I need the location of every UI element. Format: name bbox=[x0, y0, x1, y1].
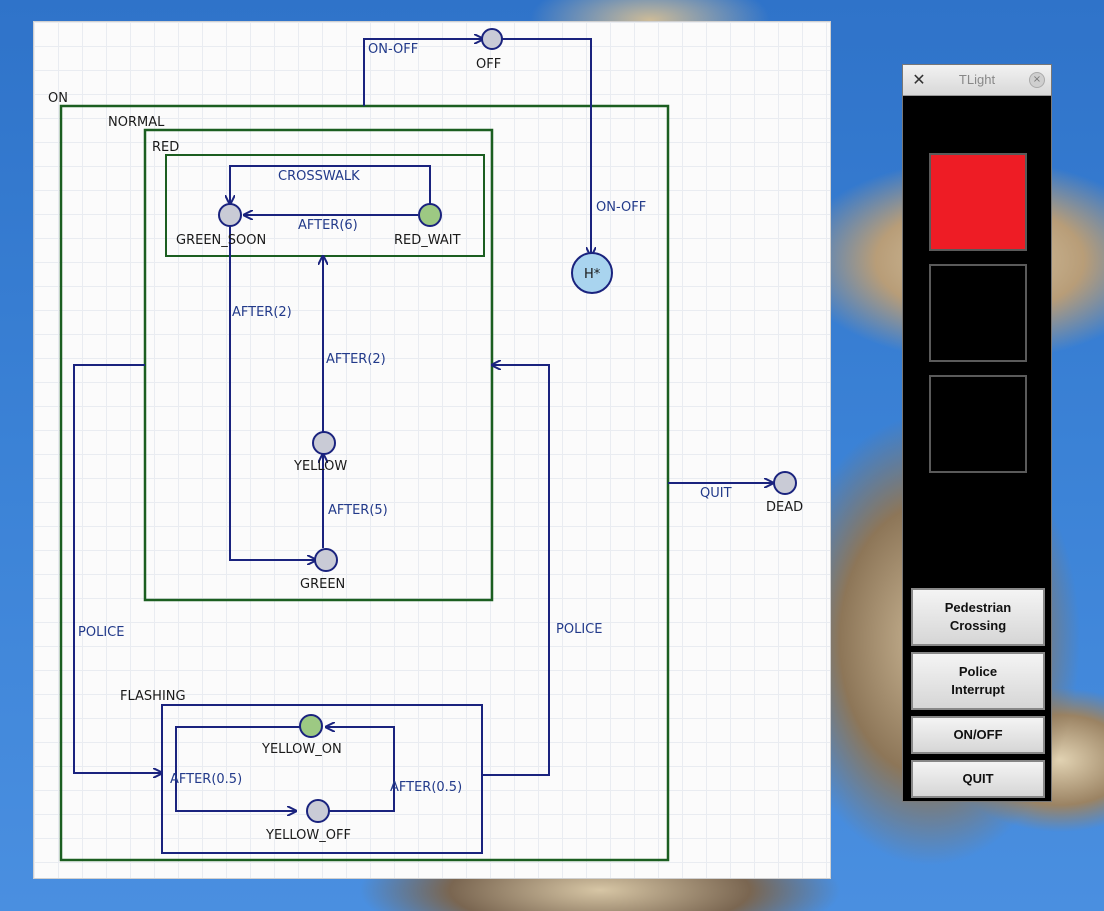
event-after-6-label: AFTER(6) bbox=[298, 218, 358, 233]
state-yellow-off-label: YELLOW_OFF bbox=[265, 828, 351, 843]
state-flashing-box[interactable] bbox=[161, 704, 483, 854]
state-on-label: ON bbox=[48, 91, 68, 106]
state-yellow-label: YELLOW bbox=[293, 459, 347, 474]
tlight-title: TLight bbox=[958, 72, 996, 87]
yellow-lamp bbox=[929, 264, 1027, 362]
state-green-soon-label: GREEN_SOON bbox=[176, 233, 266, 248]
state-yellow-on-node[interactable] bbox=[299, 714, 323, 738]
transition-crosswalk[interactable] bbox=[230, 165, 431, 216]
state-dead-node[interactable] bbox=[773, 471, 797, 495]
event-after-5-label: AFTER(5) bbox=[328, 503, 388, 518]
state-green-node[interactable] bbox=[314, 548, 338, 572]
event-on-off-top-label: ON-OFF bbox=[368, 42, 418, 57]
transition-police-right[interactable] bbox=[482, 365, 550, 776]
state-yellow-off-node[interactable] bbox=[306, 799, 330, 823]
state-on-box[interactable] bbox=[59, 104, 670, 862]
event-after-2-mid-label: AFTER(2) bbox=[326, 352, 386, 367]
state-red-label: RED bbox=[152, 140, 179, 155]
transition-police-left[interactable] bbox=[73, 364, 162, 773]
state-off-node[interactable] bbox=[481, 28, 503, 50]
close-icon[interactable]: × bbox=[1029, 72, 1045, 88]
transition-on-off-right[interactable] bbox=[502, 38, 591, 256]
pedestrian-crossing-button[interactable]: Pedestrian Crossing bbox=[911, 588, 1045, 646]
green-lamp bbox=[929, 375, 1027, 473]
quit-button[interactable]: QUIT bbox=[911, 760, 1045, 798]
state-history-node[interactable] bbox=[571, 252, 613, 294]
state-red-wait-label: RED_WAIT bbox=[394, 233, 461, 248]
state-normal-box[interactable] bbox=[143, 128, 494, 602]
on-off-button[interactable]: ON/OFF bbox=[911, 716, 1045, 754]
event-police-right-label: POLICE bbox=[556, 622, 602, 637]
flashing-inner-left-edge bbox=[175, 726, 310, 777]
state-history-label: H* bbox=[584, 267, 601, 282]
tlight-titlebar[interactable]: ✕ TLight × bbox=[903, 65, 1051, 96]
event-after-2-left-label: AFTER(2) bbox=[232, 305, 292, 320]
state-green-label: GREEN bbox=[300, 577, 345, 592]
state-dead-label: DEAD bbox=[766, 500, 803, 515]
transition-after-05-left[interactable] bbox=[175, 777, 296, 811]
tlight-window: ✕ TLight × Pedestrian Crossing Police In… bbox=[902, 64, 1052, 802]
state-yellow-on-label: YELLOW_ON bbox=[261, 742, 342, 757]
event-police-left-label: POLICE bbox=[78, 625, 124, 640]
state-yellow-node[interactable] bbox=[312, 431, 336, 455]
state-red-wait-node[interactable] bbox=[418, 203, 442, 227]
event-quit-label: QUIT bbox=[700, 486, 732, 501]
statechart-canvas: ON NORMAL RED FLASHING OFF H* GREEN_SOON… bbox=[34, 22, 830, 878]
state-off-label: OFF bbox=[476, 57, 501, 72]
statechart-diagram: ON NORMAL RED FLASHING OFF H* GREEN_SOON… bbox=[48, 28, 803, 862]
event-on-off-right-label: ON-OFF bbox=[596, 200, 646, 215]
state-green-soon-node[interactable] bbox=[218, 203, 242, 227]
event-after-05-right-label: AFTER(0.5) bbox=[390, 780, 462, 795]
state-flashing-label: FLASHING bbox=[120, 689, 186, 704]
state-normal-label: NORMAL bbox=[108, 115, 165, 130]
event-crosswalk-label: CROSSWALK bbox=[278, 169, 360, 184]
transition-after-05-right[interactable] bbox=[326, 727, 395, 812]
event-after-05-left-label: AFTER(0.5) bbox=[170, 772, 242, 787]
transition-on-off-top[interactable] bbox=[363, 39, 483, 106]
transition-after-2-left[interactable] bbox=[229, 226, 316, 560]
police-interrupt-button[interactable]: Police Interrupt bbox=[911, 652, 1045, 710]
red-lamp bbox=[929, 153, 1027, 251]
x-tools-icon[interactable]: ✕ bbox=[912, 70, 926, 89]
